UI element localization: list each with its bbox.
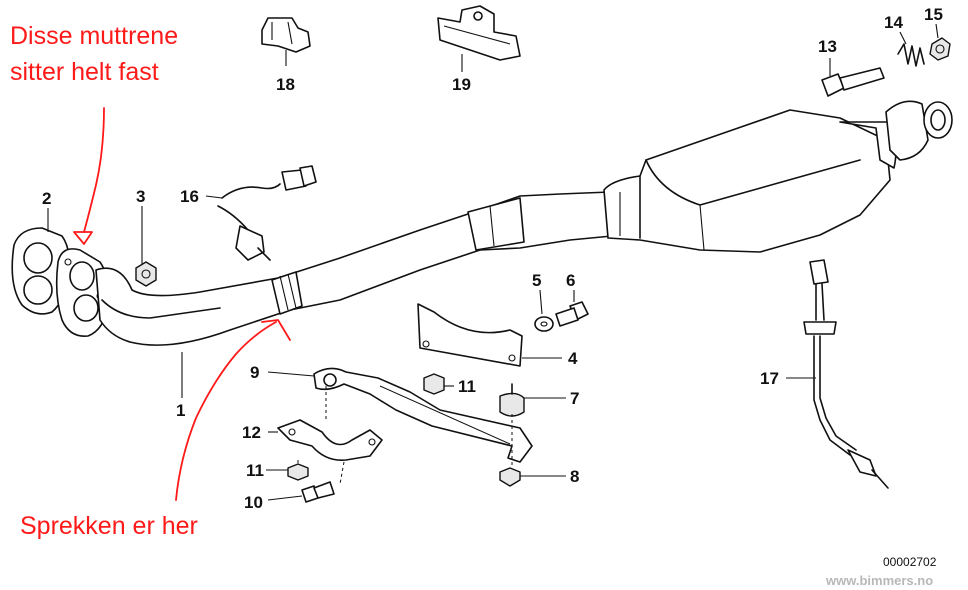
part-label-13: 13 bbox=[818, 37, 837, 56]
hanger-bracket-9 bbox=[313, 367, 533, 463]
clip-18 bbox=[261, 17, 311, 53]
part-label-11-upper: 11 bbox=[458, 377, 476, 396]
assembly-dash-lines bbox=[297, 386, 513, 485]
catalytic-converter bbox=[603, 100, 953, 253]
leader-lines bbox=[47, 23, 939, 501]
part-label-14: 14 bbox=[884, 13, 903, 32]
part-label-18: 18 bbox=[276, 75, 295, 94]
rubber-mount-7 bbox=[499, 383, 525, 417]
red-annotation-arrow-crack bbox=[175, 319, 291, 501]
nut-15 bbox=[929, 37, 951, 61]
part-label-8: 8 bbox=[570, 467, 579, 486]
front-exhaust-pipe bbox=[95, 191, 613, 346]
annotation-nuts-line2: sitter helt fast bbox=[10, 58, 159, 86]
part-label-11-lower: 11 bbox=[246, 461, 264, 480]
part-label-19: 19 bbox=[452, 75, 471, 94]
diagram-code: 00002702 bbox=[883, 555, 937, 569]
part-label-12: 12 bbox=[242, 423, 261, 442]
nut-3 bbox=[135, 261, 157, 287]
part-label-5: 5 bbox=[532, 271, 541, 290]
oxygen-sensor-16 bbox=[217, 165, 317, 261]
bolt-6 bbox=[555, 301, 589, 327]
spring-14 bbox=[897, 43, 925, 67]
part-label-15: 15 bbox=[924, 5, 943, 24]
part-label-4: 4 bbox=[568, 349, 578, 368]
watermark: www.bimmers.no bbox=[825, 573, 933, 588]
nut-8 bbox=[499, 467, 521, 487]
nut-11-upper bbox=[423, 373, 445, 395]
annotation-crack: Sprekken er her bbox=[20, 512, 198, 540]
bracket-plate-4 bbox=[417, 303, 523, 367]
nut-11-lower bbox=[287, 463, 309, 481]
part-label-7: 7 bbox=[570, 389, 579, 408]
red-annotation-arrow-nuts bbox=[73, 107, 105, 245]
part-label-17: 17 bbox=[760, 369, 779, 388]
clamp-bracket-12 bbox=[277, 419, 383, 462]
part-label-9: 9 bbox=[250, 363, 259, 382]
part-label-1: 1 bbox=[176, 401, 185, 420]
part-label-2: 2 bbox=[42, 189, 51, 208]
sensor-cable-17 bbox=[803, 259, 889, 489]
bolt-13 bbox=[821, 67, 885, 97]
part-label-10: 10 bbox=[244, 493, 263, 512]
bolt-10 bbox=[301, 481, 335, 503]
manifold-flange-rear bbox=[11, 227, 70, 315]
annotation-nuts-line1: Disse muttrene bbox=[10, 22, 178, 50]
part-label-3: 3 bbox=[136, 187, 145, 206]
part-label-16: 16 bbox=[180, 187, 199, 206]
washer-5 bbox=[534, 316, 554, 332]
bracket-19 bbox=[437, 5, 521, 61]
part-label-6: 6 bbox=[566, 271, 575, 290]
